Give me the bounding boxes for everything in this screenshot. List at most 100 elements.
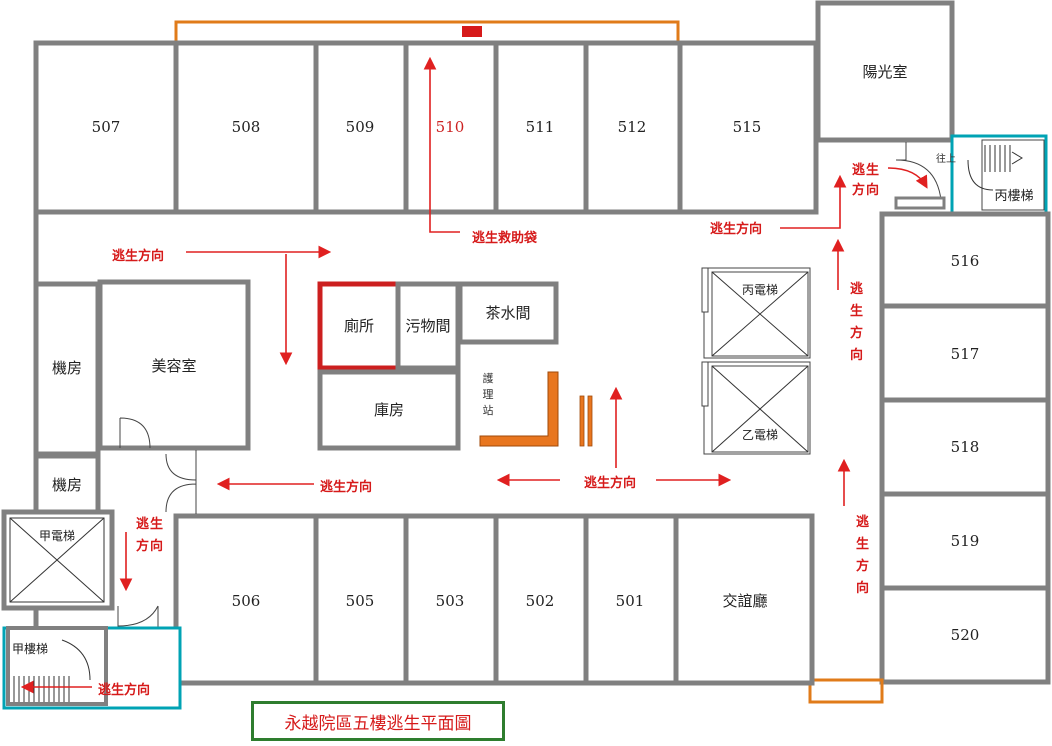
wall-segment: [894, 196, 946, 210]
escape-vert-a-3: 方: [850, 325, 863, 341]
label-520: 520: [951, 626, 980, 644]
label-519: 519: [951, 532, 980, 550]
label-tea: 茶水間: [485, 304, 530, 322]
arrow-stair-c: [887, 167, 928, 189]
label-toilet: 廁所: [344, 317, 374, 335]
counter-bar-2: [587, 395, 593, 447]
label-510: 510: [436, 118, 465, 136]
escape-vert-a-4: 向: [850, 347, 863, 363]
label-elevator-a: 甲電梯: [39, 529, 75, 543]
room-beauty: [97, 279, 251, 451]
label-507: 507: [92, 118, 121, 136]
room-517: [879, 303, 1051, 403]
escape-elev-a-1: 逃: [136, 516, 150, 532]
label-nurse-3: 站: [483, 403, 494, 417]
balcony-bottom: [808, 678, 884, 704]
label-dirty: 污物間: [405, 317, 450, 335]
room-505: [313, 513, 409, 686]
door-double: [165, 450, 197, 514]
nurse-counter: [479, 371, 559, 447]
escape-label-2: 逃生方向: [710, 221, 762, 237]
label-nurse-2: 理: [483, 388, 494, 401]
label-509: 509: [346, 118, 375, 136]
escape-arrows: [20, 56, 928, 694]
escape-vert-b-2: 生: [856, 536, 869, 552]
stair-c: 往上 丙樓梯: [936, 134, 1048, 216]
escape-vert-a-1: 逃: [850, 281, 864, 297]
label-503: 503: [436, 592, 465, 610]
escape-vert-b-1: 逃: [856, 514, 870, 530]
room-502: [493, 513, 589, 686]
escape-label-1: 逃生方向: [112, 248, 164, 264]
label-506: 506: [232, 592, 261, 610]
room-515: [677, 40, 819, 215]
balcony-top: [174, 20, 680, 44]
room-509: [313, 40, 409, 215]
label-machine-1: 機房: [52, 359, 82, 377]
escape-label-3: 逃生方向: [320, 479, 372, 495]
escape-stair-c-4: 向: [866, 182, 879, 198]
room-machine-1: [33, 281, 101, 457]
label-nurse-1: 護: [483, 371, 494, 385]
label-beauty: 美容室: [151, 357, 196, 375]
label-stair-c-up: 往上: [936, 152, 956, 165]
plan-title-box: 永越院區五樓逃生平面圖: [251, 701, 505, 741]
top-rooms: [33, 40, 819, 215]
label-elevator-c: 丙電梯: [742, 283, 778, 297]
elevator-b: 乙電梯: [701, 361, 811, 455]
room-storage: [317, 369, 461, 451]
label-517: 517: [951, 345, 980, 363]
elevator-a: 甲電梯: [1, 509, 115, 611]
escape-vert-a-2: 生: [850, 303, 863, 319]
label-515: 515: [733, 118, 762, 136]
bottom-rooms: [173, 513, 815, 686]
label-501: 501: [616, 592, 645, 610]
label-505: 505: [346, 592, 375, 610]
escape-chute-label: 逃生救助袋: [472, 230, 538, 246]
label-512: 512: [618, 118, 647, 136]
label-machine-2: 機房: [52, 476, 82, 494]
stair-a: 甲樓梯: [2, 626, 182, 710]
room-519: [879, 491, 1051, 591]
label-elevator-b: 乙電梯: [742, 428, 778, 442]
room-sunroom: [815, 0, 955, 143]
label-stair-a: 甲樓梯: [12, 641, 48, 656]
room-516: [879, 211, 1051, 309]
right-rooms: [879, 211, 1051, 685]
escape-chute-marker: [462, 26, 482, 37]
room-lounge: [673, 513, 815, 686]
door-beauty: [119, 417, 151, 449]
label-516: 516: [951, 252, 980, 270]
label-508: 508: [232, 118, 261, 136]
label-511: 511: [526, 118, 555, 136]
counter-bar-1: [579, 395, 585, 447]
arrow-top-right: [780, 174, 847, 229]
room-520: [879, 585, 1051, 685]
label-lounge: 交誼廳: [722, 592, 767, 610]
room-511: [493, 40, 589, 215]
room-506: [173, 513, 319, 686]
label-518: 518: [951, 438, 980, 456]
plan-title: 永越院區五樓逃生平面圖: [284, 713, 472, 734]
label-stair-c: 丙樓梯: [994, 189, 1033, 204]
elevator-c: 丙電梯: [701, 267, 811, 359]
arrow-escape-chute: [423, 56, 460, 233]
escape-vert-b-4: 向: [856, 580, 869, 596]
escape-label-5: 逃生方向: [98, 682, 150, 698]
label-storage: 庫房: [374, 401, 404, 419]
escape-label-4: 逃生方向: [584, 475, 636, 491]
room-machine-2: [33, 453, 101, 515]
escape-stair-c-2: 生: [866, 162, 879, 178]
escape-stair-c-1: 逃: [852, 162, 866, 178]
escape-stair-c-3: 方: [852, 182, 865, 198]
elevator-a-shaft: [1, 509, 115, 611]
escape-elev-a-4: 向: [150, 538, 163, 554]
escape-elev-a-2: 生: [150, 516, 163, 532]
escape-vert-b-3: 方: [856, 558, 869, 574]
room-tea: [457, 281, 559, 345]
label-502: 502: [526, 592, 555, 610]
room-501: [583, 513, 679, 686]
escape-elev-a-3: 方: [136, 538, 149, 554]
door-stair-c: [895, 142, 942, 201]
